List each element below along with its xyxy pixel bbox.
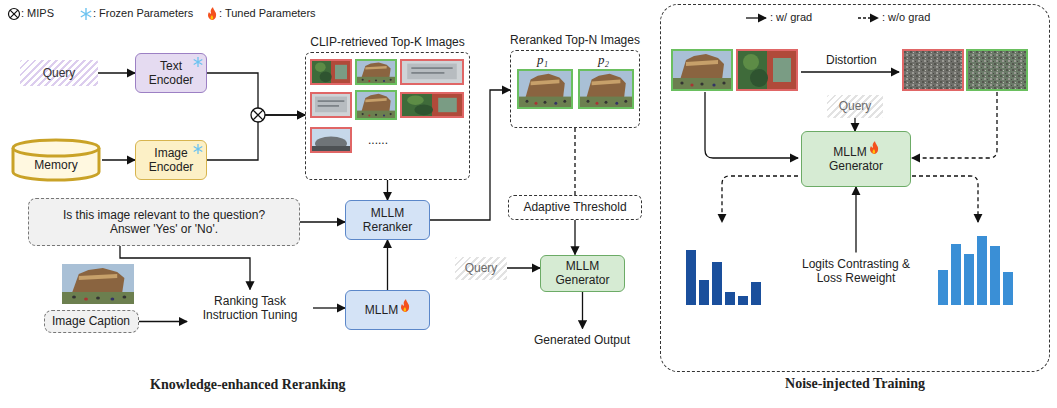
flow-arrow xyxy=(313,307,345,308)
node-text: Query xyxy=(465,261,498,275)
retrieved-images xyxy=(311,60,463,152)
node-text: Is this image relevant to the question? … xyxy=(44,208,284,237)
panel-caption: Knowledge-enhanced Reranking xyxy=(150,377,346,394)
flow-arrow xyxy=(102,159,135,160)
grad-flow-arrow xyxy=(705,92,798,158)
image-set-box: CLIP-retrieved Top-K Images xyxy=(305,52,470,180)
node-text: MLLM Generator xyxy=(552,259,614,288)
node-text: Image Caption xyxy=(52,314,130,328)
flow-arrow xyxy=(574,128,575,195)
loss-text-node: Logits Contrasting & Loss Reweight xyxy=(786,253,927,290)
flow-arrow xyxy=(854,118,855,132)
caption-box: Image Caption xyxy=(44,310,139,333)
distorted-images xyxy=(903,50,1027,90)
mips-symbol xyxy=(251,108,265,122)
prompt-box: Is this image relevant to the question? … xyxy=(28,198,300,246)
logit-bars xyxy=(686,250,761,305)
flow-arrow xyxy=(98,72,135,73)
query-box: Query xyxy=(20,60,98,86)
fire-icon xyxy=(208,7,216,20)
node-text: Memory xyxy=(34,158,77,172)
rank-label: p₁ xyxy=(537,52,548,68)
grad-line-sample xyxy=(746,17,766,18)
flow-arrow xyxy=(387,240,388,290)
nograd-line-sample xyxy=(858,17,878,18)
output-text-node: Generated Output xyxy=(522,329,642,352)
legend-text: : Tuned Parameters xyxy=(219,7,316,20)
query-box: Query xyxy=(827,95,883,118)
task-text-node: Ranking Task Instruction Tuning xyxy=(187,290,313,327)
distortion-arrow xyxy=(801,71,899,72)
model-box: MLLM Reranker xyxy=(345,200,430,240)
node-text: MLLM Reranker xyxy=(358,206,418,235)
threshold-box: Adaptive Threshold xyxy=(508,195,642,220)
snowflake-icon xyxy=(192,143,204,155)
model-box: MLLM Generator xyxy=(540,255,625,292)
node-text: Text Encoder xyxy=(145,59,197,88)
heading-text: Noise-injected Training xyxy=(785,376,925,393)
fire-icon xyxy=(400,299,410,312)
node-text: Query xyxy=(839,99,872,113)
rank-label: p₂ xyxy=(598,52,609,68)
process-label: Distortion xyxy=(826,53,877,67)
flow-arrow xyxy=(507,267,540,268)
flow-arrow xyxy=(855,187,856,253)
flow-arrow xyxy=(430,90,510,220)
snowflake-icon xyxy=(81,8,91,20)
clean-images xyxy=(672,50,797,90)
logits-arrow xyxy=(722,176,798,222)
flow-arrow xyxy=(139,321,188,322)
node-text: MLLM xyxy=(365,303,398,317)
heading-text: CLIP-retrieved Top-K Images xyxy=(310,35,465,49)
node-text: Generated Output xyxy=(534,333,630,347)
memory-cylinder: Memory xyxy=(10,138,102,182)
heading-text: Reranked Top-N Images xyxy=(510,33,640,47)
node-text: MLLM xyxy=(833,145,866,159)
flow-arrow xyxy=(582,292,583,329)
model-box: MLLM xyxy=(345,290,430,330)
training-photo xyxy=(62,264,134,304)
nograd-flow-arrow xyxy=(912,92,997,158)
flow-arrow xyxy=(574,220,575,255)
node-text: Ranking Task Instruction Tuning xyxy=(195,294,305,323)
node-text: Image Encoder xyxy=(145,146,197,175)
legend-text: : MIPS xyxy=(21,7,54,20)
flow-arrow xyxy=(120,246,250,290)
legend-text: : w/o grad xyxy=(882,11,930,24)
image-set-box: Reranked Top-N Images xyxy=(510,50,640,128)
mips-symbol xyxy=(9,9,20,20)
legend-text: : w/ grad xyxy=(770,11,812,24)
reranked-images xyxy=(518,70,633,108)
node-text: Adaptive Threshold xyxy=(523,200,626,214)
legend-text: : Frozen Parameters xyxy=(93,7,193,20)
node-text: Logits Contrasting & Loss Reweight xyxy=(794,257,919,286)
encoder-box: Text Encoder xyxy=(135,53,207,93)
node-text: Generator xyxy=(829,159,883,173)
encoder-box: Image Encoder xyxy=(135,140,207,180)
fire-icon xyxy=(869,141,879,154)
snowflake-icon xyxy=(192,56,204,68)
logits-arrow xyxy=(912,176,978,222)
flow-arrow xyxy=(300,221,345,222)
ellipsis: ...... xyxy=(368,133,388,147)
model-box: MLLMGenerator xyxy=(801,131,911,187)
query-box: Query xyxy=(455,257,507,280)
logit-bars xyxy=(938,236,1013,305)
node-text: Query xyxy=(43,66,76,80)
flow-arrow xyxy=(387,180,388,200)
